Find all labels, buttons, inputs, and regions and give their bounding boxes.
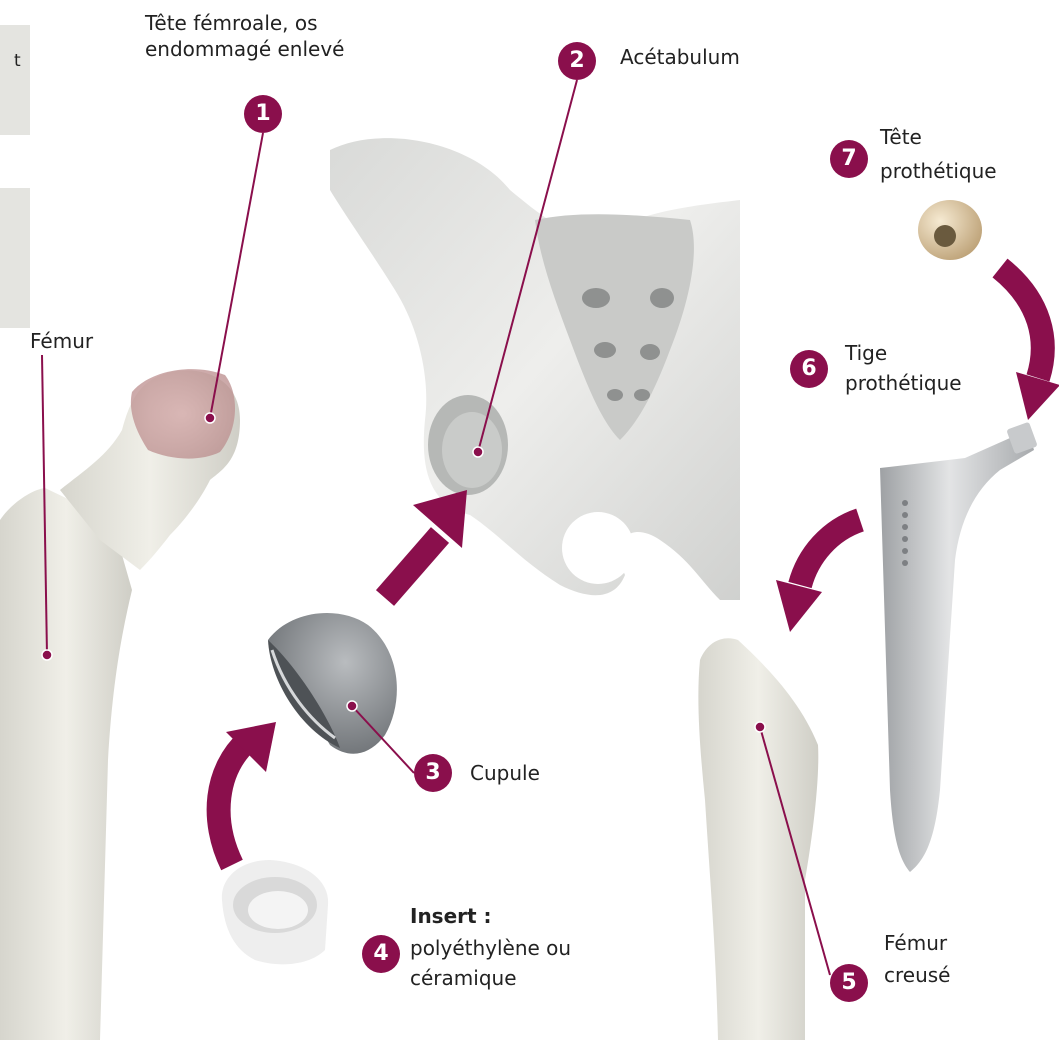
label-femoral-head-line2: endommagé enlevé <box>145 36 344 62</box>
pelvis <box>330 138 740 600</box>
badge-6: 6 <box>790 350 828 388</box>
leader-1-dot <box>205 413 215 423</box>
badge-4: 4 <box>362 935 400 973</box>
label-hollowed-femur-line1: Fémur <box>884 930 947 956</box>
leader-1 <box>210 133 263 418</box>
arrow-insert-to-cup-shaft <box>219 740 248 865</box>
femur-shaft-left <box>0 488 132 1040</box>
label-insert-line1: polyéthylène ou <box>410 935 571 961</box>
arrow-head-to-stem-head <box>1016 372 1059 420</box>
hollowed-femur <box>698 638 818 1040</box>
leader-2-dot <box>473 447 483 457</box>
badge-1: 1 <box>244 95 282 133</box>
label-insert-line2: céramique <box>410 965 517 991</box>
label-femur: Fémur <box>30 328 93 354</box>
label-femoral-head-line1: Tête fémroale, os <box>145 10 318 36</box>
label-cup: Cupule <box>470 760 540 786</box>
label-stem-line1: Tige <box>845 340 887 366</box>
femoral-stem <box>880 422 1038 872</box>
arrow-cup-to-acetabulum-shaft <box>385 535 440 598</box>
leader-femur-dot <box>42 650 52 660</box>
label-prosthetic-head-line2: prothétique <box>880 158 997 184</box>
arrow-stem-to-femur-shaft <box>800 520 860 585</box>
badge-7: 7 <box>830 140 868 178</box>
badge-3: 3 <box>414 754 452 792</box>
leader-3-dot <box>347 701 357 711</box>
label-hollowed-femur-line2: creusé <box>884 962 950 988</box>
label-prosthetic-head-line1: Tête <box>880 124 922 150</box>
liner-insert <box>222 860 328 964</box>
leader-5-dot <box>755 722 765 732</box>
arrow-head-to-stem-shaft <box>1000 268 1043 378</box>
badge-2: 2 <box>558 42 596 80</box>
arrow-stem-to-femur-head <box>776 580 822 632</box>
label-insert-title: Insert : <box>410 903 492 929</box>
badge-5: 5 <box>830 964 868 1002</box>
label-stem-line2: prothétique <box>845 370 962 396</box>
prosthetic-head <box>918 200 982 260</box>
label-acetabulum: Acétabulum <box>620 44 740 70</box>
